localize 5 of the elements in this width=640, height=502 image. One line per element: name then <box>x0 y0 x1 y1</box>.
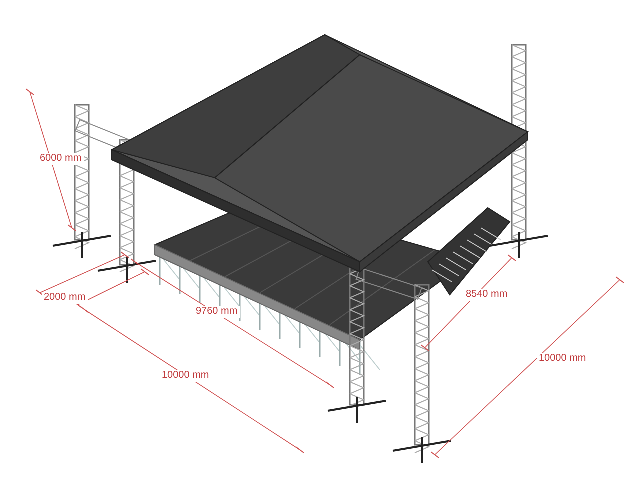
dimension-label: 2000 mm <box>42 292 88 304</box>
dimension-label: 10000 mm <box>160 370 212 382</box>
dimension-label: 9760 mm <box>194 306 240 318</box>
dimension-label: 6000 mm <box>38 153 84 165</box>
dimension-label: 8540 mm <box>464 289 510 301</box>
